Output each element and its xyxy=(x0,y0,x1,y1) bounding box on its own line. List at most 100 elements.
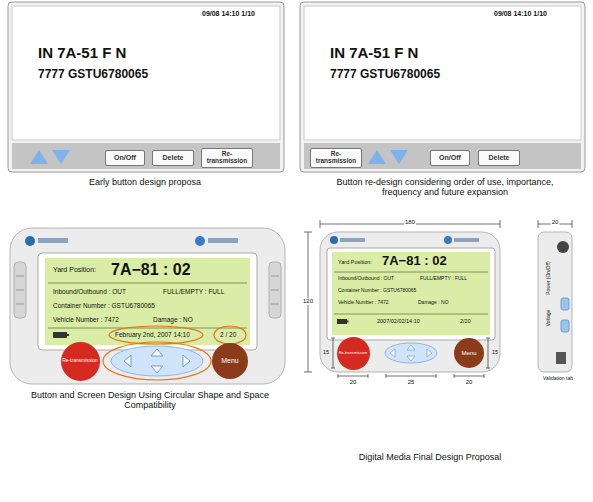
button-label: Menu xyxy=(461,350,476,356)
circular-device-part xyxy=(269,262,281,318)
final-device-part xyxy=(561,320,569,332)
circular-device-part xyxy=(111,346,203,376)
dimension-line-part xyxy=(500,220,501,228)
early-device-part xyxy=(12,6,280,140)
button: On/Off xyxy=(105,150,145,166)
screen-text: Vehicle Number : 7472 xyxy=(338,300,389,306)
dimension-line-part xyxy=(304,372,312,373)
dimension-line-part xyxy=(484,374,485,378)
screen-text: IN 7A-51 F N xyxy=(330,44,418,61)
early-device xyxy=(8,2,284,172)
screen-text: Yard Position: xyxy=(53,266,96,274)
button-label: Re-transmission xyxy=(203,151,251,165)
button: Re-transmission xyxy=(310,148,362,168)
screen-text: Yard Position: xyxy=(338,259,372,265)
circular-device-part xyxy=(48,328,247,329)
screen-text: Vehicle Number : 7472 xyxy=(53,316,119,323)
redesign-device-part xyxy=(300,2,585,172)
circular-device-part xyxy=(10,228,285,384)
final-device-part xyxy=(390,349,395,357)
part-label: Power (On/Off) xyxy=(546,261,552,295)
screen-text: Container Number : GSTU6780065 xyxy=(53,302,155,309)
circular-device-part xyxy=(45,258,250,345)
dimension-line xyxy=(304,220,572,378)
round-button: Menu xyxy=(212,343,248,379)
caption: Button and Screen Design Using Circular … xyxy=(30,390,270,411)
button-label: Delete xyxy=(488,154,509,161)
final-device-part xyxy=(334,314,488,315)
dimension-line-part xyxy=(454,376,484,377)
circular-device-part xyxy=(195,236,205,246)
circular-device-part xyxy=(214,326,246,344)
screen-text: 7777 GSTU6780065 xyxy=(330,68,440,82)
button: Delete xyxy=(478,150,520,166)
screen-text: 09/08 14:10 1/10 xyxy=(494,10,547,18)
part-label: Voltage xyxy=(546,310,552,327)
circular-device-part xyxy=(271,276,279,277)
screen-display: Yard Position:7A−81 : 02Inbound/Outbound… xyxy=(45,258,250,345)
screen-text: 7777 GSTU6780065 xyxy=(38,68,148,82)
dimension: 20 xyxy=(465,379,474,386)
button-label: On/Off xyxy=(114,154,136,161)
final-device-part xyxy=(334,272,488,273)
final-device-part xyxy=(340,238,365,242)
round-button: Re-transmission xyxy=(337,337,370,370)
early-device-part xyxy=(12,143,280,169)
early-device-part xyxy=(8,2,284,172)
final-device-part xyxy=(347,321,349,323)
circular-device-part xyxy=(14,262,26,318)
button: Delete xyxy=(152,150,194,166)
redesign-device-part xyxy=(368,150,386,164)
screen-text: Container Number : GSTU6780065 xyxy=(338,288,416,294)
dimension: 120 xyxy=(302,298,314,305)
dimension-line-part xyxy=(538,220,539,228)
circular-device-part xyxy=(16,304,24,305)
final-device-part xyxy=(444,236,452,244)
round-button: Menu xyxy=(454,338,484,368)
screen-text: 2 / 20 xyxy=(220,331,236,338)
screen-display: 09/08 14:10 1/10 IN 7A-51 F N 7777 GSTU678… xyxy=(304,6,581,140)
final-device-part xyxy=(330,236,338,244)
dimension-line-part xyxy=(320,220,321,228)
dimension: 15 xyxy=(323,349,329,355)
circular-device-part xyxy=(151,349,163,356)
circular-device-part xyxy=(16,276,24,277)
screen-text: IN 7A-51 F N xyxy=(38,44,126,61)
final-device-part xyxy=(327,248,495,340)
dimension-line-part xyxy=(338,376,368,377)
screen-text: FULL/EMPTY : FULL xyxy=(420,276,467,282)
button: Re-transmission xyxy=(201,148,253,168)
dimension-line-part xyxy=(486,338,490,339)
part-label: Validation tab xyxy=(543,376,573,382)
circular-device-part xyxy=(67,334,69,336)
dimension: 20 xyxy=(349,379,358,386)
caption: Digital Media Final Design Proposal xyxy=(359,452,502,462)
dimension-line-part xyxy=(333,338,334,368)
final-device-part xyxy=(337,319,347,324)
screen-text: FULL/EMPTY : FULL xyxy=(163,288,224,295)
dimension: 180 xyxy=(404,219,416,226)
screen-display: 09/08 14:10 1/10IN 7A-51 F N7777 GSTU678… xyxy=(12,6,280,140)
screen-text: 7A−81 : 02 xyxy=(382,254,447,269)
circular-device-part xyxy=(103,342,211,380)
final-device-part xyxy=(538,232,572,372)
screen-text: Inbound/Outbound : OUT xyxy=(338,276,394,282)
circular-device-part xyxy=(109,326,203,344)
circular-device-part xyxy=(271,290,279,291)
screen-text: Damage : NO xyxy=(153,316,193,323)
button-label: Delete xyxy=(162,154,183,161)
dimension-line-part xyxy=(304,232,312,233)
circular-device-part xyxy=(38,253,257,350)
caption: Early button design proposa xyxy=(89,177,201,187)
button-label: Menu xyxy=(221,357,239,364)
circular-device xyxy=(10,228,285,384)
circular-device-part xyxy=(38,238,68,243)
final-device-part xyxy=(561,298,569,310)
final-device-part xyxy=(407,356,415,361)
final-device-part xyxy=(320,232,500,372)
final-device-part xyxy=(557,241,569,253)
dimension-line-part xyxy=(454,374,455,378)
caption: Button re-design considering order of us… xyxy=(320,177,570,198)
dimension-line-part xyxy=(488,338,489,368)
dimension-line-part xyxy=(338,374,339,378)
